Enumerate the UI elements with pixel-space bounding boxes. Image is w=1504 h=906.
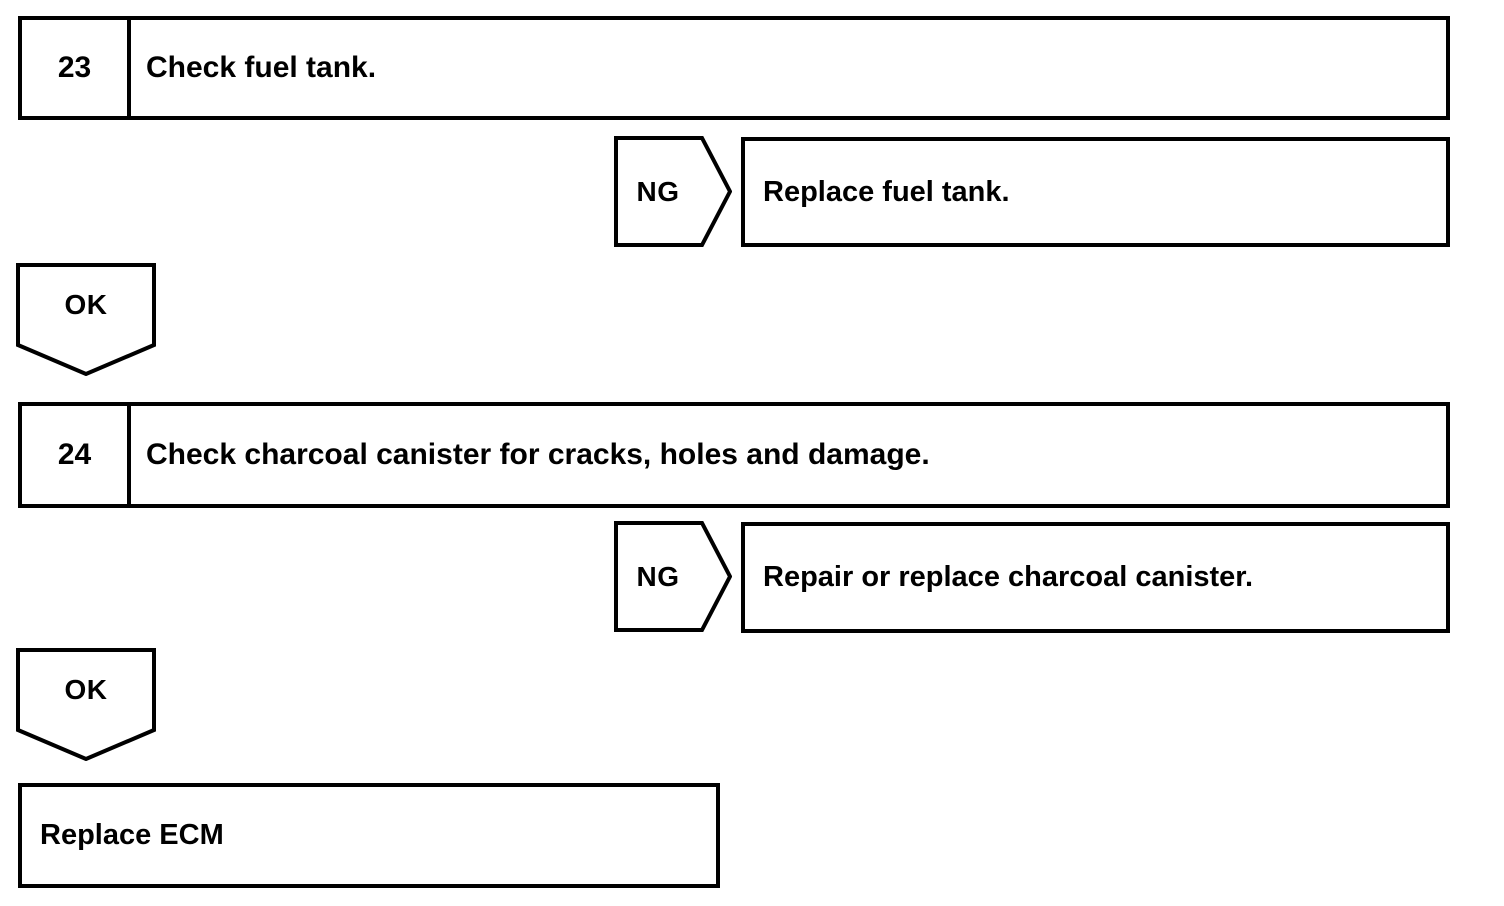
ok-pentagon-icon: [16, 263, 156, 376]
ng-pentagon-icon: [614, 136, 732, 247]
ok-pentagon-icon: [16, 648, 156, 761]
ng-connector-24: NG: [614, 521, 732, 632]
final-action-text: Replace ECM: [40, 819, 224, 851]
step-row-24: 24 Check charcoal canister for cracks, h…: [18, 402, 1450, 508]
ng-pentagon-icon: [614, 521, 732, 632]
ng-action-box-24: Repair or replace charcoal canister.: [741, 522, 1450, 633]
ok-label: OK: [64, 674, 108, 705]
ng-action-box-23: Replace fuel tank.: [741, 137, 1450, 247]
final-action-box: Replace ECM: [18, 783, 720, 888]
ng-action-text: Repair or replace charcoal canister.: [763, 561, 1254, 593]
ng-label: NG: [636, 175, 680, 207]
step-row-23: 23 Check fuel tank.: [18, 16, 1450, 120]
ok-connector-24: OK: [16, 648, 156, 761]
step-instruction: Check fuel tank.: [146, 51, 377, 84]
step-number: 23: [22, 20, 131, 116]
step-instruction: Check charcoal canister for cracks, hole…: [146, 438, 930, 471]
ng-connector-23: NG: [614, 136, 732, 247]
ok-connector-23: OK: [16, 263, 156, 376]
ng-action-text: Replace fuel tank.: [763, 175, 1010, 208]
ng-label: NG: [636, 560, 680, 592]
ok-label: OK: [64, 289, 108, 320]
step-number: 24: [22, 406, 131, 504]
